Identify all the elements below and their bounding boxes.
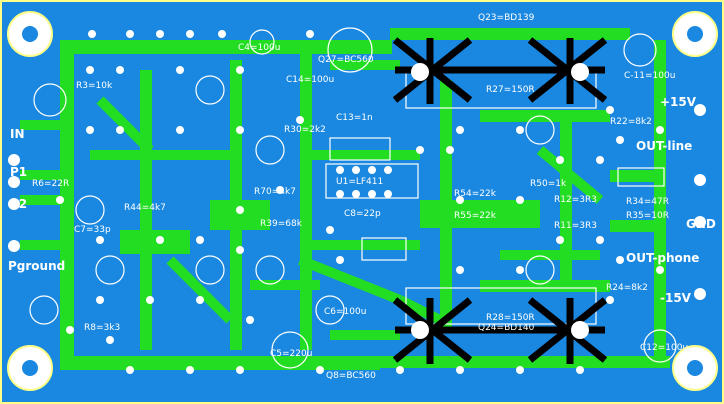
component-c14-label: C14=100u [286, 75, 334, 85]
component-c12-label: C12=100u [640, 343, 688, 353]
connector-in-label: IN [10, 127, 25, 141]
component-r55-label: R55=22k [454, 211, 497, 221]
component-r22-label: R22=8k2 [610, 117, 652, 127]
component-c8-label: C8=22p [344, 209, 381, 219]
component-q8-label: Q8=BC560 [326, 371, 376, 381]
connector-minus15-label: -15V [660, 291, 692, 305]
component-r8-label: R8=3k3 [84, 323, 120, 333]
copper-traces [96, 96, 604, 325]
component-c11-label: C-11=100u [624, 71, 675, 81]
mounting-hole-bottom-right [672, 345, 718, 391]
connector-gnd-label: GND [686, 217, 716, 231]
mounting-hole-top-right [672, 11, 718, 57]
component-r12-label: R12=3R3 [554, 195, 597, 205]
component-r24-label: R24=8k2 [606, 283, 648, 293]
component-c13-label: C13=1n [336, 113, 373, 123]
component-r3-label: R3=10k [76, 81, 113, 91]
heatsink-bottom [392, 297, 608, 364]
heatsink-top [392, 37, 608, 104]
component-r6-label: R6=22R [32, 179, 69, 189]
connector-pground-label: Pground [8, 259, 65, 273]
connector-out-line-label: OUT-line [636, 139, 692, 153]
component-c4-label: C4=100u [238, 43, 280, 53]
component-r50-label: R50=1k [530, 179, 567, 189]
component-r35-label: R35=10R [626, 211, 669, 221]
component-r54-label: R54=22k [454, 189, 497, 199]
component-r11-label: R11=3R3 [554, 221, 597, 231]
component-c6-label: C6=100u [324, 307, 366, 317]
component-r27-label: R27=150R [486, 85, 535, 95]
component-q27-label: Q27=BC560 [318, 55, 374, 65]
pads [8, 30, 706, 374]
component-r70-label: R70=4k7 [254, 187, 296, 197]
connector-out-phone-label: OUT-phone [626, 251, 699, 265]
component-r34-label: R34=47R [626, 197, 669, 207]
component-c5-label: C5=220u [270, 349, 312, 359]
mounting-hole-top-left [7, 11, 53, 57]
component-q23-label: Q23=BD139 [478, 13, 535, 23]
component-r30-label: R30=2k2 [284, 125, 326, 135]
component-q24-label: Q24=BD140 [478, 323, 535, 333]
component-u1-label: U1=LF411 [336, 177, 383, 187]
connector-p1-label: P1 [10, 165, 27, 179]
component-r39-label: R39=68k [260, 219, 303, 229]
connector-plus15-label: +15V [660, 95, 697, 109]
mounting-hole-bottom-left [7, 345, 53, 391]
component-c7-label: C7=33p [74, 225, 111, 235]
component-r28-label: R28=150R [486, 313, 535, 323]
connector-p2-label: P2 [10, 197, 27, 211]
component-r44-label: R44=4k7 [124, 203, 166, 213]
